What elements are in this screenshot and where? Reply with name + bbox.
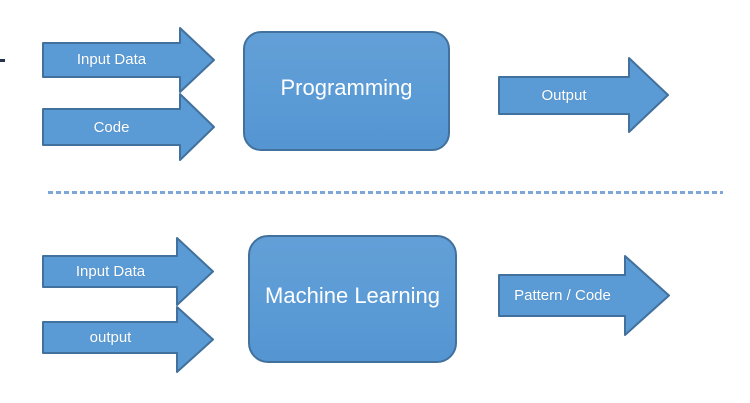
top-output-arrow-shape (498, 57, 669, 133)
pattern-code-arrow-label: Pattern / Code (514, 287, 611, 304)
pattern-code-arrow-shape (498, 255, 670, 336)
programming-box-label: Programming (280, 75, 413, 100)
top-input-data-arrow-shape (42, 27, 215, 93)
dashed-divider-line (48, 191, 723, 194)
bottom-output-input-arrow-label: output (89, 329, 132, 346)
machine-learning-box: Machine Learning (248, 235, 457, 363)
top-code-arrow-shape (42, 93, 215, 161)
programming-box: Programming (243, 31, 450, 151)
left-edge-tick-mark (0, 59, 5, 62)
bottom-input-data-arrow-shape (42, 237, 214, 306)
bottom-output-input-arrow-shape (42, 306, 214, 373)
bottom-input-data-arrow-label: Input Data (75, 263, 146, 280)
top-output-arrow-label: Output (541, 87, 587, 104)
top-code-arrow-label: Code (93, 118, 130, 136)
top-input-data-arrow-label: Input Data (76, 51, 147, 68)
machine-learning-box-label: Machine Learning (265, 283, 440, 308)
